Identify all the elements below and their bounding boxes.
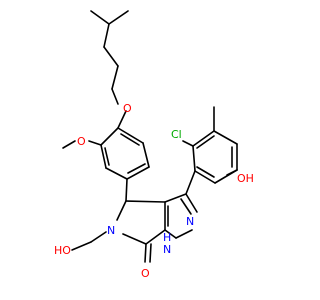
bond: [90, 231, 107, 243]
bond: [100, 144, 107, 169]
ether-oxygen-label: O: [123, 102, 132, 115]
bond: [196, 166, 215, 178]
bond: [117, 110, 127, 129]
ethyl-hydroxyl-label: HO: [54, 244, 71, 257]
bond: [192, 145, 196, 172]
chlorine-label: Cl: [171, 128, 182, 141]
bond: [71, 241, 92, 251]
bond: [182, 140, 194, 147]
bond: [194, 170, 216, 184]
molecule-structure: O O Cl OH N HO N H N O: [54, 10, 254, 280]
bond: [185, 170, 196, 195]
bond: [104, 147, 110, 166]
bond: [185, 193, 198, 213]
bond: [105, 167, 128, 180]
pyrazole-nh-nitrogen-label: N: [163, 243, 171, 256]
bond: [226, 169, 238, 176]
pyrazole-nh-hydrogen-label: H: [163, 231, 171, 244]
bond: [120, 133, 140, 146]
bond: [149, 243, 152, 263]
bond: [62, 140, 76, 149]
bond: [117, 127, 144, 144]
carbonyl-oxygen-label: O: [141, 267, 150, 280]
bond: [127, 163, 146, 174]
bond: [126, 166, 150, 180]
bond: [122, 233, 147, 245]
bond: [144, 243, 147, 263]
bond: [125, 178, 128, 202]
atom-labels: O O Cl OH N HO N H N O: [54, 102, 254, 280]
bond: [180, 198, 192, 215]
bond: [125, 200, 166, 203]
pyrazole-nitrogen-label: N: [186, 215, 194, 228]
bond: [164, 193, 187, 203]
bond: [213, 130, 238, 145]
lactam-nitrogen-label: N: [107, 224, 115, 237]
bond: [88, 140, 102, 146]
bond: [196, 135, 215, 149]
bond: [116, 200, 127, 221]
bond: [175, 229, 193, 239]
methoxy-oxygen-label: O: [77, 135, 86, 148]
bond: [145, 229, 166, 245]
bond: [103, 46, 119, 67]
bond: [103, 23, 110, 48]
bond: [142, 142, 150, 168]
bond: [90, 10, 110, 25]
bond: [192, 130, 215, 147]
bonds: [62, 10, 238, 263]
phenol-hydroxyl-label: OH: [237, 172, 254, 185]
bond: [111, 65, 119, 90]
bond: [100, 127, 119, 146]
bond: [164, 229, 177, 239]
bond: [111, 88, 119, 105]
bond: [108, 10, 129, 25]
